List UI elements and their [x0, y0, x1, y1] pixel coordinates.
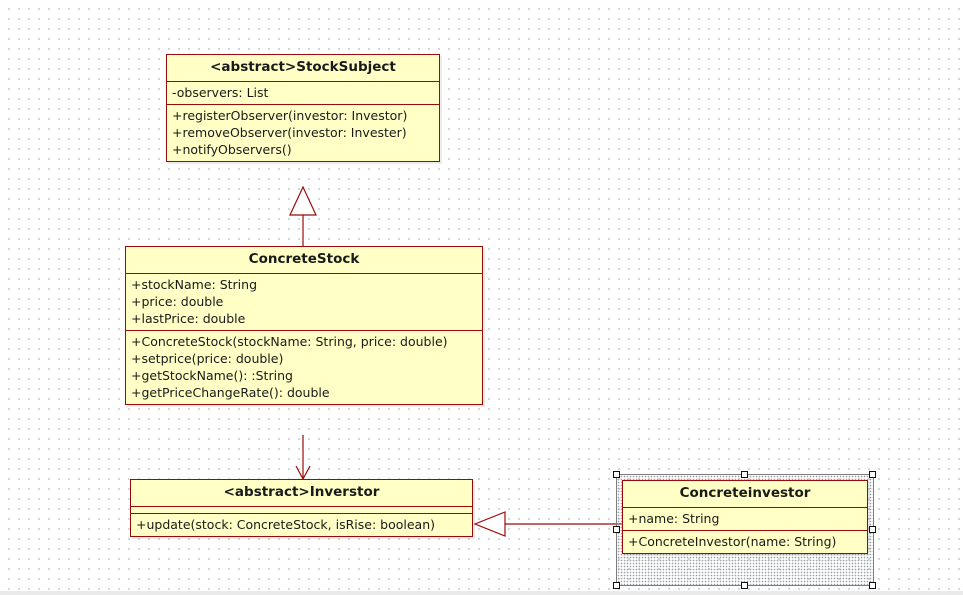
class-name-concrete-stock: ConcreteStock: [126, 247, 482, 274]
attribute: +lastPrice: double: [131, 311, 246, 326]
resize-handle-bottom-right[interactable]: [869, 582, 876, 589]
resize-handle-bottom-center[interactable]: [741, 582, 748, 589]
operation: +getStockName(): :String: [131, 368, 293, 383]
class-name-concrete-investor: Concreteinvestor: [623, 481, 867, 508]
resize-handle-middle-right[interactable]: [869, 526, 876, 533]
operation: +notifyObservers(): [172, 142, 292, 157]
class-concrete-stock[interactable]: ConcreteStock +stockName: String +price:…: [125, 246, 483, 405]
attribute: +stockName: String: [131, 277, 258, 292]
attributes-section: +stockName: String +price: double +lastP…: [126, 274, 482, 330]
operation: +ConcreteInvestor(name: String): [628, 534, 837, 549]
class-name-stock-subject: <abstract>StockSubject: [167, 55, 439, 82]
class-inverstor[interactable]: <abstract>Inverstor +update(stock: Concr…: [130, 479, 473, 537]
operations-section: +update(stock: ConcreteStock, isRise: bo…: [131, 513, 472, 536]
class-name-inverstor: <abstract>Inverstor: [131, 480, 472, 507]
attributes-section: -observers: List: [167, 82, 439, 104]
attribute: +name: String: [628, 511, 720, 526]
resize-handle-top-center[interactable]: [741, 471, 748, 478]
operation: +setprice(price: double): [131, 351, 284, 366]
generalization-arrowhead-investor: [473, 511, 506, 537]
operation: +removeObserver(investor: Invester): [172, 125, 407, 140]
canvas-bottom-edge: [0, 591, 963, 595]
operations-section: +registerObserver(investor: Investor) +r…: [167, 104, 439, 161]
operation: +getPriceChangeRate(): double: [131, 385, 330, 400]
class-concrete-investor[interactable]: Concreteinvestor +name: String +Concrete…: [622, 480, 868, 554]
attributes-section: +name: String: [623, 508, 867, 530]
class-stock-subject[interactable]: <abstract>StockSubject -observers: List …: [166, 54, 440, 162]
generalization-arrowhead-stock: [289, 185, 317, 216]
resize-handle-middle-left[interactable]: [613, 526, 620, 533]
resize-handle-bottom-left[interactable]: [613, 582, 620, 589]
resize-handle-top-right[interactable]: [869, 471, 876, 478]
attribute: +price: double: [131, 294, 224, 309]
operations-section: +ConcreteInvestor(name: String): [623, 530, 867, 553]
resize-handle-top-left[interactable]: [613, 471, 620, 478]
operations-section: +ConcreteStock(stockName: String, price:…: [126, 330, 482, 404]
attribute: -observers: List: [172, 85, 269, 100]
operation: +ConcreteStock(stockName: String, price:…: [131, 334, 448, 349]
operation: +update(stock: ConcreteStock, isRise: bo…: [136, 517, 435, 532]
operation: +registerObserver(investor: Investor): [172, 108, 408, 123]
